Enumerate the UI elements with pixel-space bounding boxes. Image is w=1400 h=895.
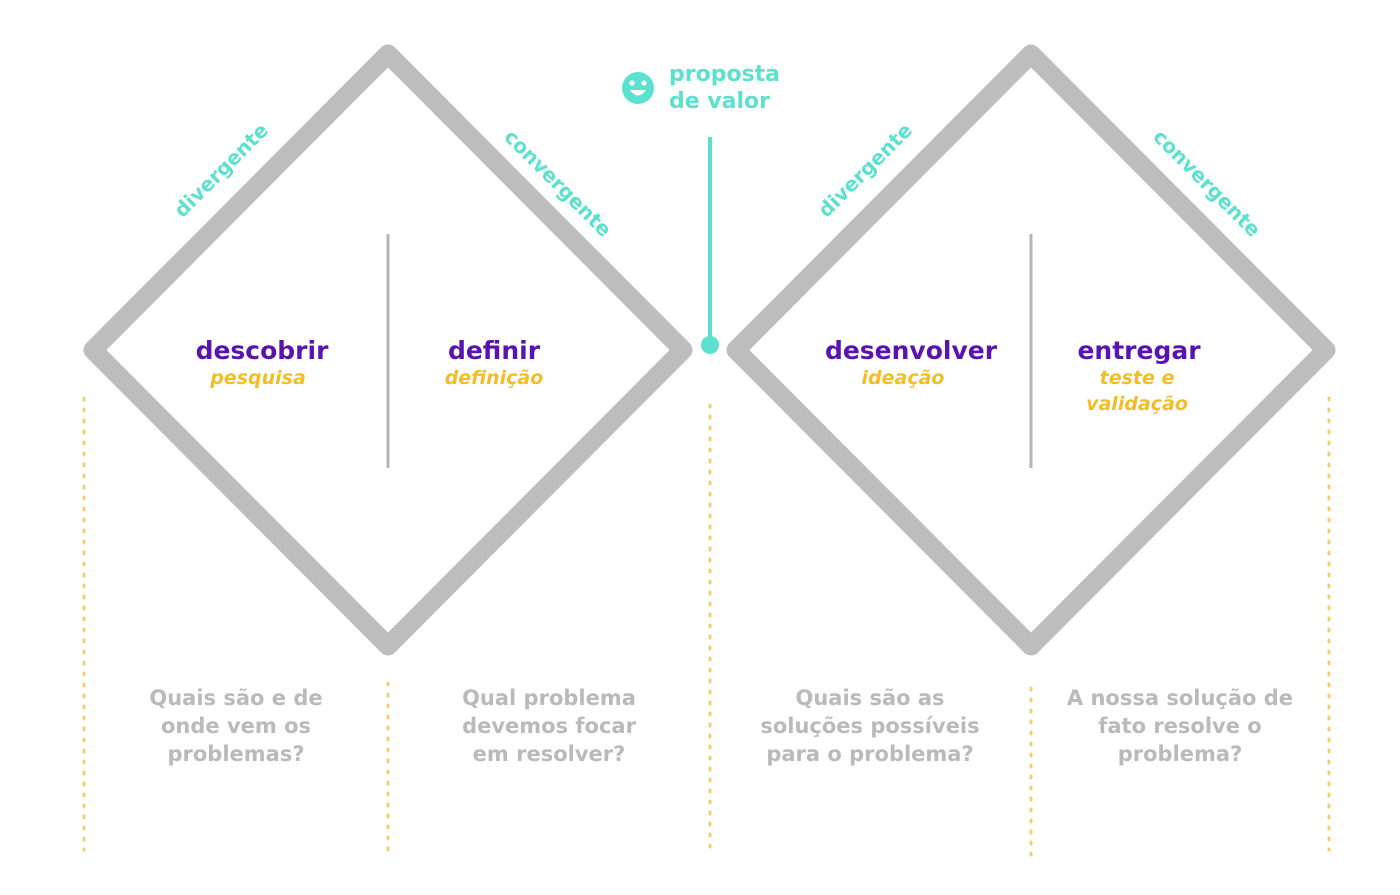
phase-title-descobrir: descobrir [196, 336, 330, 365]
phase-question: problemas? [167, 742, 304, 766]
phase-question: em resolver? [473, 742, 626, 766]
value-proposition-label: de valor [669, 89, 770, 114]
phase-question: A nossa solução de [1067, 686, 1293, 710]
phase-question: devemos focar [462, 714, 637, 738]
phase-title-desenvolver: desenvolver [825, 336, 998, 365]
smiley-icon [622, 72, 654, 104]
phase-subtitle: definição [445, 367, 544, 389]
phase-question: Qual problema [462, 686, 636, 710]
phase-question: soluções possíveis [760, 714, 979, 738]
diamond-shape [83, 44, 693, 656]
phase-question: onde vem os [161, 714, 311, 738]
diamond-shape [726, 44, 1336, 656]
divergent-label: divergente [169, 118, 273, 222]
phase-subtitle: ideação [862, 367, 945, 389]
phase-question: para o problema? [766, 742, 973, 766]
phase-title-definir: definir [448, 336, 541, 365]
phase-subtitle: teste e [1100, 367, 1175, 389]
value-proposition-dot [701, 336, 719, 354]
phase-subtitle: pesquisa [209, 367, 306, 389]
phase-question: problema? [1118, 742, 1243, 766]
phase-question: Quais são as [795, 686, 944, 710]
phase-question: Quais são e de [149, 686, 322, 710]
phase-subtitle: validação [1086, 393, 1188, 415]
divergent-label: divergente [813, 118, 917, 222]
phase-title-entregar: entregar [1077, 336, 1201, 365]
phase-question: fato resolve o [1098, 714, 1261, 738]
value-proposition-label: proposta [669, 62, 780, 87]
